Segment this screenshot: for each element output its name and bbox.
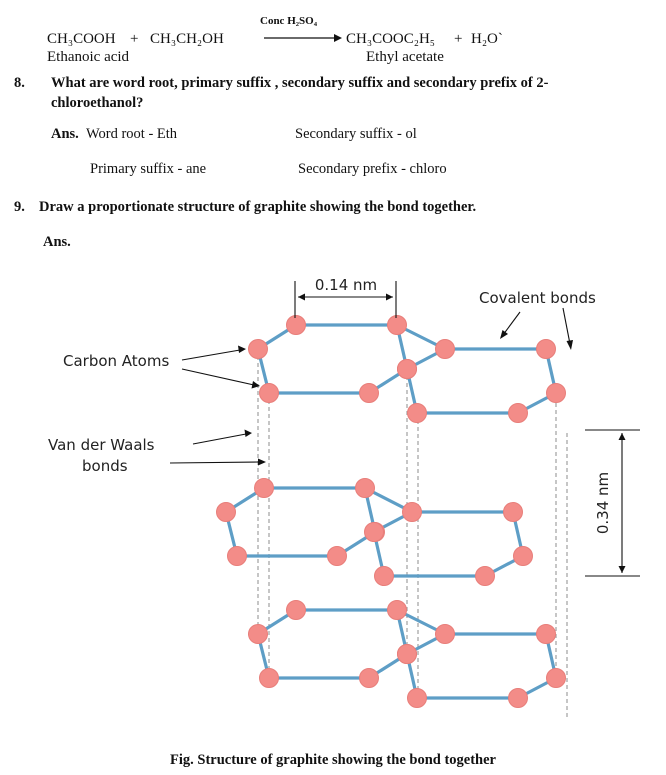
carbon-atom bbox=[475, 566, 495, 586]
product-water: H₂O` bbox=[471, 31, 503, 47]
label-vdw-line1: Van der Waals bbox=[48, 436, 155, 454]
answer-secondary-prefix: Secondary prefix - chloro bbox=[298, 161, 447, 177]
carbon-atom bbox=[227, 546, 247, 566]
label-vdw-line2: bonds bbox=[82, 457, 128, 475]
carbon-atom bbox=[259, 383, 279, 403]
carbon-atom bbox=[508, 688, 528, 708]
question-8-line1: What are word root, primary suffix , sec… bbox=[51, 75, 549, 91]
carbon-atom bbox=[397, 644, 417, 664]
carbon-atom bbox=[387, 600, 407, 620]
label-bond-length: 0.14 nm bbox=[315, 276, 377, 294]
plus-sign-2: + bbox=[454, 31, 463, 47]
reactant-ethanol: CH₃CH₂OH bbox=[150, 31, 224, 47]
carbon-atom bbox=[254, 478, 274, 498]
carbon-atom bbox=[536, 339, 556, 359]
product-ethyl-acetate: CH₃COOC₂H₅ bbox=[346, 31, 436, 47]
carbon-atom bbox=[355, 478, 375, 498]
plus-sign: + bbox=[130, 31, 139, 47]
label-carbon-atoms: Carbon Atoms bbox=[63, 352, 169, 370]
reaction-arrow bbox=[264, 34, 342, 42]
carbon-atom bbox=[248, 339, 268, 359]
carbon-atom bbox=[397, 359, 417, 379]
covalent-arrows bbox=[500, 307, 573, 350]
vdw-arrows bbox=[169, 429, 266, 466]
question-8-line2: chloroethanol? bbox=[51, 95, 144, 111]
carbon-atom bbox=[359, 668, 379, 688]
reactant-name: Ethanoic acid bbox=[47, 49, 130, 65]
carbon-atom bbox=[387, 315, 407, 335]
layer-gap-dimension bbox=[585, 429, 640, 577]
answer-secondary-suffix: Secondary suffix - ol bbox=[295, 126, 417, 142]
question-8-number: 8. bbox=[14, 75, 25, 91]
carbon-atom bbox=[407, 688, 427, 708]
carbon-atom bbox=[248, 624, 268, 644]
carbon-atom bbox=[374, 566, 394, 586]
carbon-arrows bbox=[181, 345, 260, 389]
question-9-number: 9. bbox=[14, 199, 25, 215]
label-layer-gap: 0.34 nm bbox=[594, 472, 612, 534]
answer-word-root: Word root - Eth bbox=[86, 126, 178, 142]
carbon-atom bbox=[216, 502, 236, 522]
carbon-atom bbox=[508, 403, 528, 423]
carbon-atom bbox=[286, 315, 306, 335]
carbon-atom bbox=[407, 403, 427, 423]
carbon-atom bbox=[503, 502, 523, 522]
reactant-ethanoic-acid: CH₃COOH bbox=[47, 31, 116, 47]
figure-caption: Fig. Structure of graphite showing the b… bbox=[170, 752, 496, 768]
label-covalent-bonds: Covalent bonds bbox=[479, 289, 596, 307]
bond-length-dimension bbox=[294, 281, 397, 318]
carbon-atom bbox=[546, 668, 566, 688]
answer-primary-suffix: Primary suffix - ane bbox=[90, 161, 207, 177]
carbon-atom bbox=[364, 522, 384, 542]
carbon-atom bbox=[359, 383, 379, 403]
carbon-atom bbox=[435, 339, 455, 359]
carbon-atom bbox=[435, 624, 455, 644]
question-9-line1: Draw a proportionate structure of graphi… bbox=[39, 199, 477, 215]
carbon-atom bbox=[402, 502, 422, 522]
answer-8-label: Ans. bbox=[51, 126, 79, 142]
carbon-atom bbox=[513, 546, 533, 566]
carbon-atom bbox=[546, 383, 566, 403]
answer-9-label: Ans. bbox=[43, 234, 71, 250]
product-name: Ethyl acetate bbox=[366, 49, 444, 65]
carbon-atom bbox=[259, 668, 279, 688]
reaction-condition: Conc H₂SO₄ bbox=[260, 15, 318, 27]
carbon-atom bbox=[327, 546, 347, 566]
carbon-atoms bbox=[216, 315, 566, 708]
carbon-atom bbox=[536, 624, 556, 644]
carbon-atom bbox=[286, 600, 306, 620]
